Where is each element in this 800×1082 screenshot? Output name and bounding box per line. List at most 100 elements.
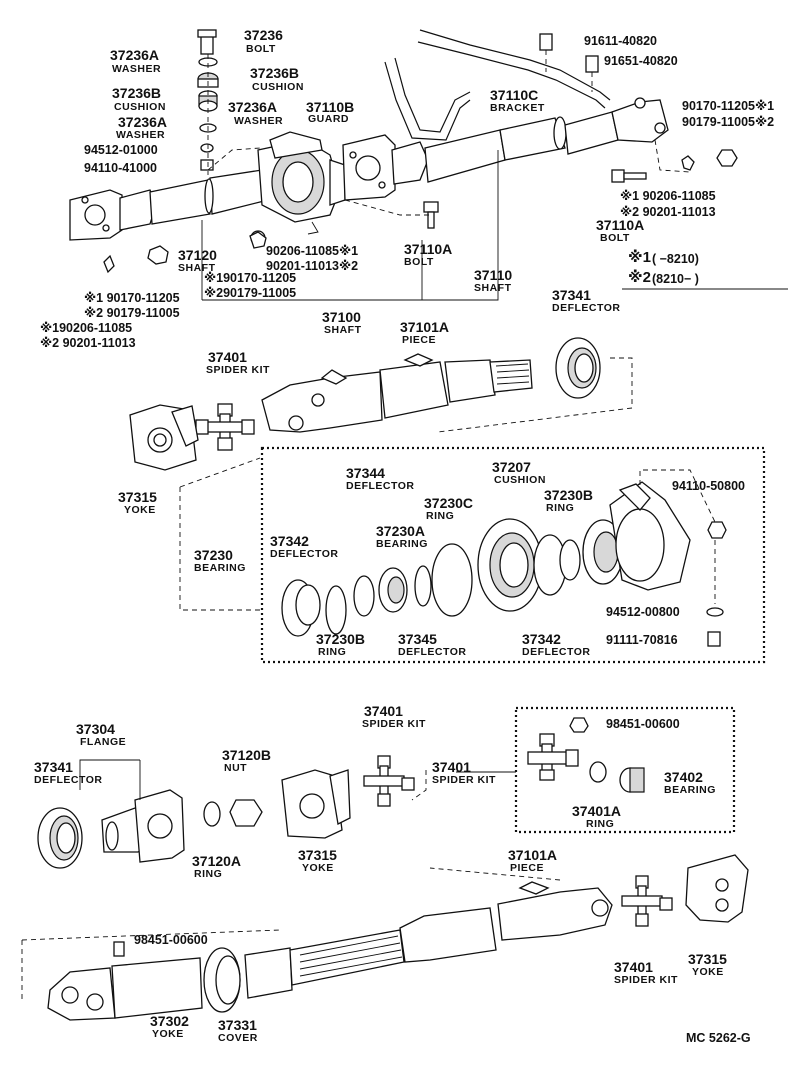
label-37236a-1: 37236A bbox=[110, 47, 160, 63]
desc-37207: CUSHION bbox=[494, 474, 546, 486]
label-90201-11013-r: ※2 90201-11013 bbox=[620, 205, 716, 219]
slip-yoke-shaft-icon bbox=[261, 353, 533, 433]
note-2-range: (8210− ) bbox=[652, 272, 699, 286]
label-37341-mid: 37341 bbox=[552, 287, 591, 303]
label-37120: 37120 bbox=[178, 247, 217, 263]
desc-37236b-1: CUSHION bbox=[252, 81, 304, 93]
desc-37401-center: SPIDER KIT bbox=[362, 718, 426, 730]
label-37315-mid: 37315 bbox=[118, 489, 157, 505]
label-37236a-3: 37236A bbox=[118, 114, 168, 130]
rear-bolts-icon bbox=[103, 149, 738, 274]
desc-37345: DEFLECTOR bbox=[398, 646, 467, 658]
label-37120b: 37120B bbox=[222, 747, 272, 763]
note-1-range: ( −8210) bbox=[652, 252, 699, 266]
label-37110c: 37110C bbox=[490, 87, 539, 103]
mid-guide-b bbox=[179, 457, 261, 488]
diagram-code: MC 5262-G bbox=[686, 1031, 751, 1045]
bearing-assembly-box bbox=[260, 446, 766, 664]
desc-37236a-3: WASHER bbox=[116, 129, 166, 141]
label-90170-11205-r: 90170-11205※1 bbox=[682, 99, 775, 113]
label-90170-11205-l: ※1 90170-11205 bbox=[84, 291, 180, 305]
label-37101a-bottom: 37101A bbox=[508, 847, 558, 863]
desc-37110a-m: BOLT bbox=[404, 256, 434, 268]
desc-37315-center: YOKE bbox=[302, 862, 334, 874]
desc-37331: COVER bbox=[218, 1032, 258, 1044]
label-37110b: 37110B bbox=[306, 99, 355, 115]
label-190206-11085: ※190206-11085 bbox=[40, 321, 133, 335]
label-37230: 37230 bbox=[194, 547, 233, 563]
desc-37304: FLANGE bbox=[80, 736, 127, 748]
note-2-mark: ※2 bbox=[628, 269, 651, 286]
spider-kit-center-icon bbox=[363, 755, 427, 807]
label-37236b-1: 37236B bbox=[250, 65, 300, 81]
spider-kit-37401-icon bbox=[195, 403, 255, 451]
desc-37110a-r: BOLT bbox=[600, 232, 630, 244]
label-37341-bottom: 37341 bbox=[34, 759, 73, 775]
label-37345: 37345 bbox=[398, 631, 437, 647]
label-37304: 37304 bbox=[76, 721, 115, 737]
desc-37236b-2: CUSHION bbox=[114, 101, 166, 113]
desc-37402: BEARING bbox=[664, 784, 716, 796]
desc-37401-mid: SPIDER KIT bbox=[206, 364, 270, 376]
desc-37342-right: DEFLECTOR bbox=[522, 646, 591, 658]
label-90179-11005-r: 90179-11005※2 bbox=[682, 115, 775, 129]
label-37230c: 37230C bbox=[424, 495, 474, 511]
label-94110-50800: 94110-50800 bbox=[672, 479, 745, 493]
label-91111-70816: 91111-70816 bbox=[606, 633, 678, 647]
label-94512-01000: 94512-01000 bbox=[84, 143, 158, 157]
middle-assembly bbox=[129, 337, 766, 664]
label-90179-11005-l: ※2 90179-11005 bbox=[84, 306, 180, 320]
label-37331: 37331 bbox=[218, 1017, 257, 1033]
label-37342-left: 37342 bbox=[270, 533, 309, 549]
desc-37302: YOKE bbox=[152, 1028, 184, 1040]
label-37302: 37302 bbox=[150, 1013, 189, 1029]
label-37401-right: 37401 bbox=[432, 759, 471, 775]
label-37344: 37344 bbox=[346, 465, 385, 481]
yoke-37315-bottom-icon bbox=[685, 854, 749, 923]
spider-kit-box bbox=[514, 706, 736, 834]
desc-37120b: NUT bbox=[224, 762, 248, 774]
desc-37341-mid: DEFLECTOR bbox=[552, 302, 621, 314]
desc-37342-left: DEFLECTOR bbox=[270, 548, 339, 560]
label-37120a: 37120A bbox=[192, 853, 242, 869]
label-37236a-2: 37236A bbox=[228, 99, 278, 115]
label-91611-40820: 91611-40820 bbox=[584, 34, 657, 48]
guard-bracket-icon bbox=[384, 29, 611, 141]
label-37230b-bottom: 37230B bbox=[316, 631, 366, 647]
top-assembly bbox=[69, 29, 788, 301]
label-98451-00600-bottom: 98451-00600 bbox=[134, 933, 208, 947]
label-90206-11085-m: 90206-11085※1 bbox=[266, 244, 359, 258]
desc-37236: BOLT bbox=[246, 43, 276, 55]
desc-37236a-2: WASHER bbox=[234, 115, 284, 127]
label-37236b-2: 37236B bbox=[112, 85, 162, 101]
label-37110a-r: 37110A bbox=[596, 217, 645, 233]
desc-37341-bottom: DEFLECTOR bbox=[34, 774, 103, 786]
bottom-assembly bbox=[21, 706, 749, 1021]
desc-37401-bottom: SPIDER KIT bbox=[614, 974, 678, 986]
mid-shaft-37110-icon bbox=[342, 97, 669, 201]
yoke-37315-center-icon bbox=[281, 769, 351, 839]
top-guides bbox=[201, 139, 691, 301]
label-37342-right: 37342 bbox=[522, 631, 561, 647]
label-90201-11013-m: 90201-11013※2 bbox=[266, 259, 359, 273]
label-94110-41000: 94110-41000 bbox=[84, 161, 157, 175]
note-1-mark: ※1 bbox=[628, 249, 651, 266]
deflector-37341-icon bbox=[555, 337, 601, 399]
center-bearing-top-icon bbox=[250, 131, 346, 246]
desc-37100: SHAFT bbox=[324, 324, 362, 336]
desc-37230a: BEARING bbox=[376, 538, 428, 550]
label-37236: 37236 bbox=[244, 27, 283, 43]
desc-37236a-1: WASHER bbox=[112, 63, 162, 75]
desc-37315-mid: YOKE bbox=[124, 504, 156, 516]
label-290201-11013: ※2 90201-11013 bbox=[40, 336, 136, 350]
label-98451-00600-top: 98451-00600 bbox=[606, 717, 680, 731]
rear-shaft-icon bbox=[21, 867, 613, 1021]
label-37110a-m: 37110A bbox=[404, 241, 453, 257]
desc-37230c: RING bbox=[426, 510, 455, 522]
label-37230b-top: 37230B bbox=[544, 487, 594, 503]
desc-37401a: RING bbox=[586, 818, 615, 830]
label-37401a: 37401A bbox=[572, 803, 622, 819]
label-37101a-mid: 37101A bbox=[400, 319, 450, 335]
label-37230a: 37230A bbox=[376, 523, 426, 539]
desc-37110b: GUARD bbox=[308, 113, 349, 125]
